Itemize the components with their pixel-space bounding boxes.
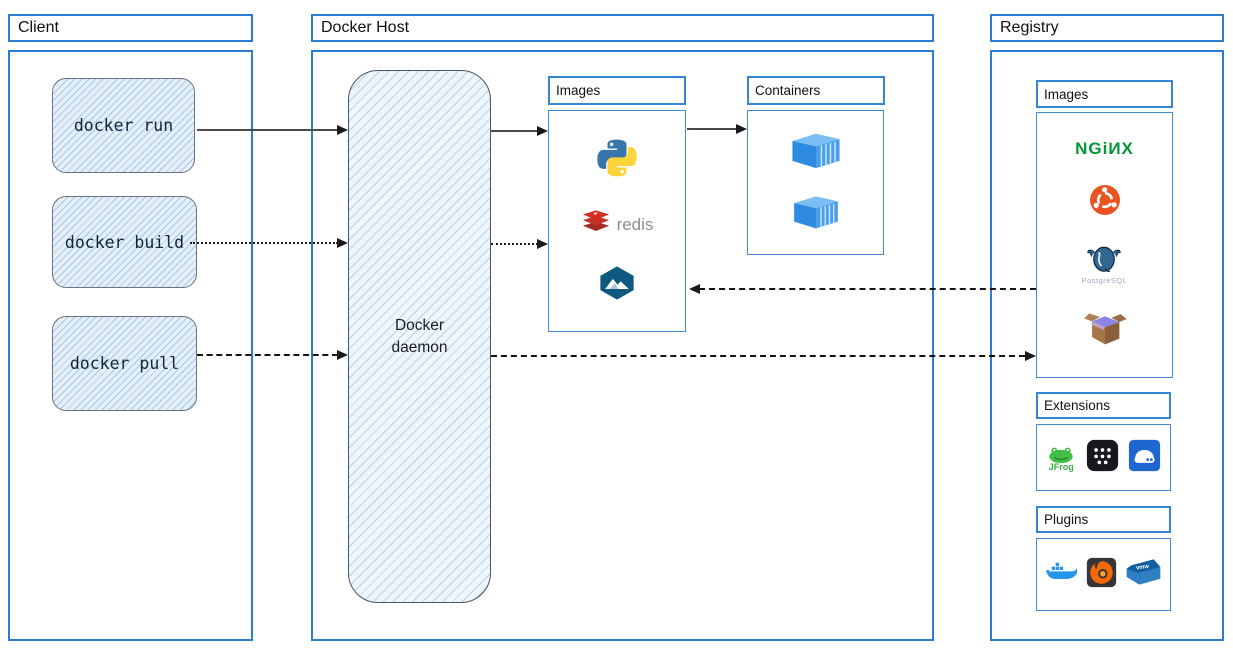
blue-server-app-icon: [1128, 439, 1161, 477]
arrow-daemon-to-images-line: [491, 130, 538, 132]
arrow-run-to-daemon-head: [337, 125, 348, 135]
redis-logo-row: redis: [581, 210, 654, 240]
registry-title-label: Registry: [1000, 19, 1059, 36]
extensions-panel: JFrog: [1036, 424, 1171, 491]
extensions-title-label: Extensions: [1044, 398, 1111, 413]
client-title-label: Client: [18, 19, 59, 36]
jfrog-label: JFrog: [1048, 461, 1074, 472]
busybox-icon: [1082, 311, 1128, 351]
docker-pull-command-box: docker pull: [52, 316, 197, 411]
plugins-title-label: Plugins: [1044, 512, 1089, 527]
redis-icon: [581, 210, 611, 240]
arrow-daemon-to-registry-head: [1025, 351, 1036, 361]
docker-run-label: docker run: [73, 116, 174, 135]
vmware-icon: vmw: [1125, 556, 1162, 593]
dots-grid-app-icon: [1086, 439, 1119, 477]
vmware-label: vmw: [1135, 564, 1149, 572]
arrow-daemon-to-images-dotted-line: [491, 243, 538, 245]
docker-whale-icon: [1045, 559, 1079, 590]
docker-daemon-label: Docker daemon: [391, 316, 448, 356]
arrow-daemon-to-registry-line: [491, 355, 1025, 357]
containers-panel-title: Containers: [747, 76, 885, 105]
arrow-images-to-containers-line: [687, 128, 737, 130]
arrow-registry-to-host-images-head: [689, 284, 700, 294]
registry-images-panel: NGiИX PostgreSQL: [1036, 112, 1173, 378]
host-images-title-label: Images: [556, 83, 601, 98]
alpine-icon: [598, 266, 636, 305]
docker-build-command-box: docker build: [52, 196, 197, 288]
docker-build-label: docker build: [64, 232, 185, 252]
arrow-registry-to-host-images-line: [699, 288, 1036, 290]
arrow-daemon-to-images-head: [537, 126, 548, 136]
grafana-icon: [1086, 557, 1117, 593]
postgresql-logo: PostgreSQL: [1082, 245, 1128, 285]
arrow-build-to-daemon-head: [337, 238, 348, 248]
ubuntu-icon: [1089, 184, 1120, 220]
host-images-panel: redis: [548, 110, 686, 332]
containers-title-label: Containers: [755, 83, 821, 98]
arrow-build-to-daemon-line: [190, 242, 338, 244]
registry-images-panel-title: Images: [1036, 80, 1173, 108]
arrow-daemon-to-images-dotted-head: [537, 239, 548, 249]
redis-label: redis: [616, 215, 654, 234]
client-section-title: Client: [8, 14, 253, 42]
python-icon: [596, 137, 638, 184]
container-3d-icon: [789, 193, 843, 235]
container-3d-icon: [787, 130, 845, 175]
postgresql-label: PostgreSQL: [1081, 276, 1128, 286]
jfrog-logo: JFrog: [1046, 444, 1076, 472]
docker-host-section-title: Docker Host: [311, 14, 934, 42]
arrow-pull-to-daemon-line: [197, 354, 338, 356]
registry-images-title-label: Images: [1044, 86, 1089, 102]
arrow-images-to-containers-head: [736, 124, 747, 134]
host-images-panel-title: Images: [548, 76, 686, 105]
arrow-run-to-daemon-line: [197, 129, 339, 131]
docker-pull-label: docker pull: [69, 354, 180, 373]
plugins-panel-title: Plugins: [1036, 506, 1171, 533]
extensions-panel-title: Extensions: [1036, 392, 1171, 419]
registry-section-title: Registry: [990, 14, 1224, 42]
containers-panel: [747, 110, 884, 255]
nginx-logo: NGiИX: [1075, 138, 1134, 158]
plugins-panel: vmw: [1036, 538, 1171, 611]
docker-daemon-box: Docker daemon: [348, 70, 491, 603]
arrow-pull-to-daemon-head: [337, 350, 348, 360]
docker-host-title-label: Docker Host: [321, 19, 410, 36]
docker-run-command-box: docker run: [52, 78, 195, 173]
